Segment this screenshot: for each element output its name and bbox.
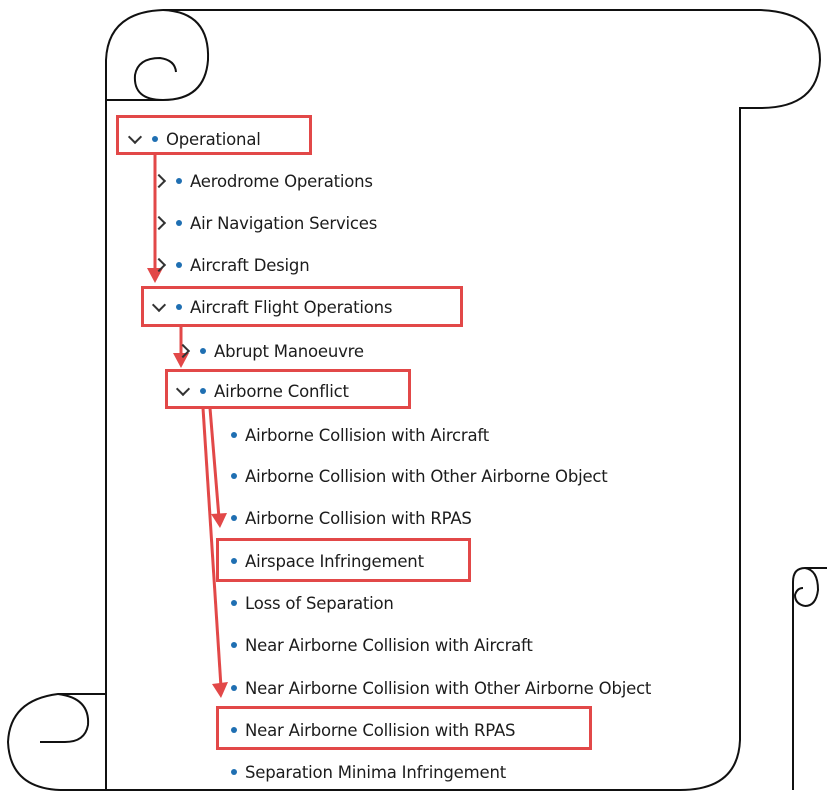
bullet-icon (231, 642, 237, 648)
tree-item-near-airborne-collision-rpas[interactable]: Near Airborne Collision with RPAS (231, 712, 516, 748)
bullet-icon (231, 727, 237, 733)
chevron-right-icon[interactable] (150, 173, 168, 189)
bullet-icon (176, 220, 182, 226)
bullet-icon (176, 178, 182, 184)
tree-item-label: Aircraft Design (190, 255, 310, 275)
tree-item-label: Loss of Separation (245, 593, 394, 613)
bullet-icon (200, 348, 206, 354)
bullet-icon (152, 136, 158, 142)
bullet-icon (231, 473, 237, 479)
tree-item-label: Near Airborne Collision with Aircraft (245, 635, 533, 655)
tree-item-air-navigation-services[interactable]: Air Navigation Services (150, 205, 377, 241)
tree-item-airborne-collision-other-object[interactable]: Airborne Collision with Other Airborne O… (231, 458, 608, 494)
bullet-icon (231, 515, 237, 521)
tree-item-label: Separation Minima Infringement (245, 762, 506, 782)
tree-item-label: Airborne Conflict (214, 381, 349, 401)
tree-item-label: Airborne Collision with Aircraft (245, 425, 490, 445)
bullet-icon (176, 262, 182, 268)
tree-item-near-airborne-collision-other-object[interactable]: Near Airborne Collision with Other Airbo… (231, 670, 651, 706)
tree-item-label: Operational (166, 129, 261, 149)
tree-item-label: Aerodrome Operations (190, 171, 373, 191)
tree-item-label: Near Airborne Collision with Other Airbo… (245, 678, 652, 698)
tree-item-label: Aircraft Flight Operations (190, 297, 393, 317)
tree-item-label: Airspace Infringement (245, 551, 424, 571)
tree-item-abrupt-manoeuvre[interactable]: Abrupt Manoeuvre (174, 333, 364, 369)
bullet-icon (231, 769, 237, 775)
chevron-down-icon[interactable] (126, 129, 144, 144)
tree-item-airborne-collision-rpas[interactable]: Airborne Collision with RPAS (231, 500, 472, 536)
tree-item-airborne-collision-aircraft[interactable]: Airborne Collision with Aircraft (231, 417, 489, 453)
bullet-icon (231, 685, 237, 691)
bullet-icon (231, 558, 237, 564)
chevron-down-icon[interactable] (174, 381, 192, 396)
tree-item-label: Near Airborne Collision with RPAS (245, 720, 516, 740)
tree-item-aircraft-flight-operations[interactable]: Aircraft Flight Operations (150, 289, 393, 325)
bullet-icon (231, 432, 237, 438)
tree-item-separation-minima-infringement[interactable]: Separation Minima Infringement (231, 754, 506, 790)
tree-item-near-airborne-collision-aircraft[interactable]: Near Airborne Collision with Aircraft (231, 627, 533, 663)
tree-item-airborne-conflict[interactable]: Airborne Conflict (174, 373, 349, 409)
tree-item-aerodrome-operations[interactable]: Aerodrome Operations (150, 163, 373, 199)
bullet-icon (176, 304, 182, 310)
bullet-icon (200, 388, 206, 394)
chevron-down-icon[interactable] (150, 297, 168, 312)
tree-item-aircraft-design[interactable]: Aircraft Design (150, 247, 310, 283)
tree-item-label: Airborne Collision with RPAS (245, 508, 472, 528)
tree-item-airspace-infringement[interactable]: Airspace Infringement (231, 543, 424, 579)
tree-item-label: Air Navigation Services (190, 213, 378, 233)
tree-item-label: Abrupt Manoeuvre (214, 341, 364, 361)
chevron-right-icon[interactable] (150, 257, 168, 273)
chevron-right-icon[interactable] (150, 215, 168, 231)
tree-item-loss-of-separation[interactable]: Loss of Separation (231, 585, 394, 621)
chevron-right-icon[interactable] (174, 343, 192, 359)
bullet-icon (231, 600, 237, 606)
tree-item-label: Airborne Collision with Other Airborne O… (245, 466, 608, 486)
tree-item-operational[interactable]: Operational (126, 121, 261, 157)
